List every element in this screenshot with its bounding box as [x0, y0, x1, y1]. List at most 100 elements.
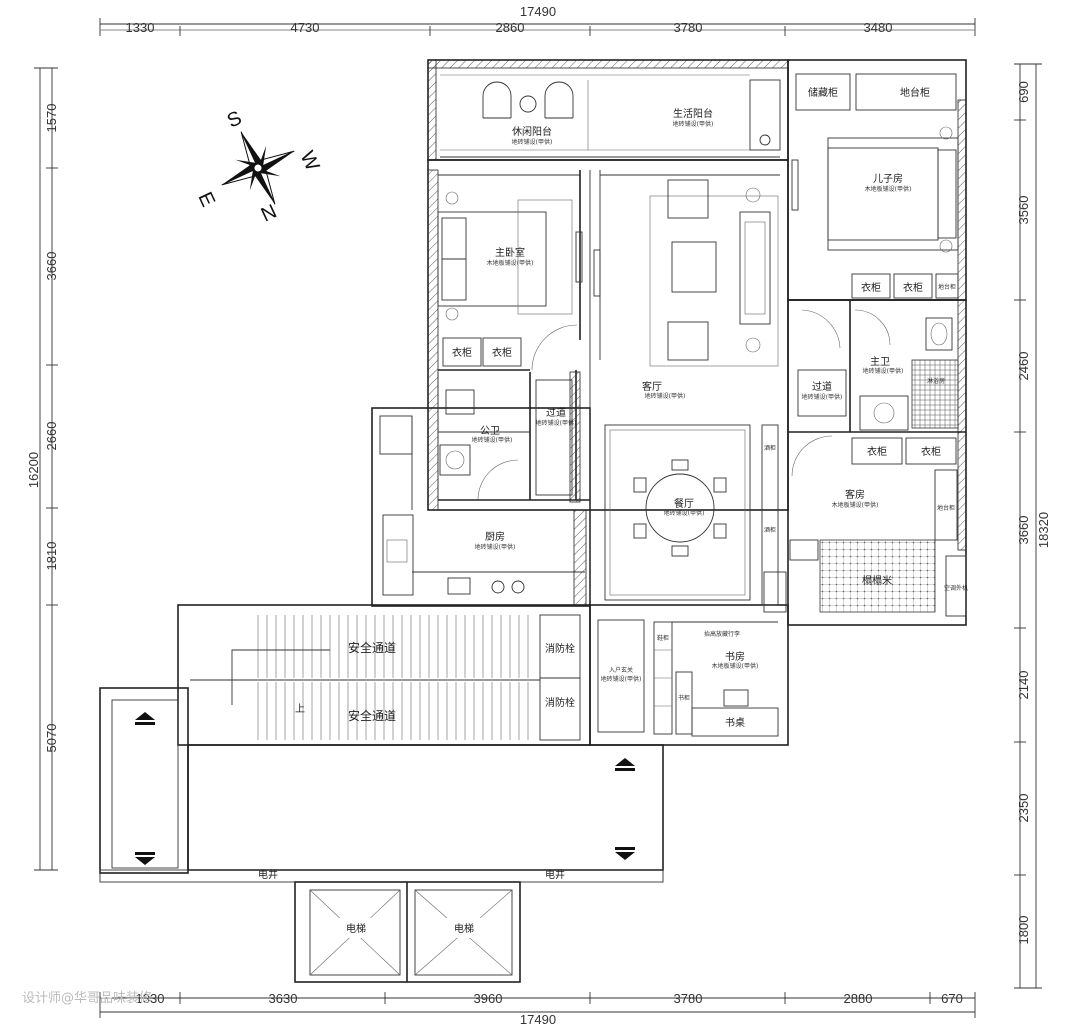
dining-room-note: 地砖铺设(甲供)	[664, 509, 705, 517]
corridor-left-note: 地砖铺设(甲供)	[536, 419, 577, 427]
son-room-note: 木地板铺设(甲供)	[865, 185, 912, 193]
dim-top-1: 1330	[126, 20, 155, 35]
corridor-left-label: 过道	[546, 406, 566, 419]
electric-shaft-label-2: 电井	[545, 868, 565, 881]
dim-top-5: 3480	[864, 20, 893, 35]
dim-bottom-2: 3630	[269, 991, 298, 1006]
desk-label: 书桌	[725, 716, 745, 729]
dim-right-7: 1800	[1016, 916, 1031, 945]
down-arrow-icon	[615, 852, 635, 860]
wardrobe-icon	[442, 337, 482, 367]
basin-icon	[439, 444, 471, 476]
kitchen-label: 厨房	[485, 530, 505, 543]
public-bath	[437, 370, 590, 503]
master-bath	[788, 300, 966, 433]
dim-top-2: 4730	[291, 20, 320, 35]
study-note: 木地板铺设(甲供)	[712, 662, 759, 670]
master-bedroom	[437, 170, 601, 600]
corridor-right-label: 过道	[812, 380, 832, 393]
fire-hydrant-label-2: 消防栓	[545, 696, 575, 709]
dim-right-3: 2460	[1016, 352, 1031, 381]
son-room	[788, 126, 959, 301]
fridge-icon	[379, 415, 413, 455]
dim-bottom-4: 3780	[674, 991, 703, 1006]
public-bath-label: 公卫	[480, 426, 500, 437]
coffee-table-icon	[671, 241, 717, 293]
entrance-label: 入户玄关	[609, 666, 633, 674]
dim-left-1: 1570	[44, 104, 59, 133]
raised-storage-label: 抬高放藏行李	[704, 630, 740, 638]
master-bedroom-label: 主卧室	[495, 246, 525, 259]
leisure-balcony	[440, 74, 781, 158]
up-arrow-icon	[615, 758, 635, 766]
son-platform-cabinet-label: 地台柜	[938, 283, 956, 291]
compass-s: S	[224, 107, 245, 133]
armchair-icon	[667, 179, 709, 219]
master-bath-note: 地砖铺设(甲供)	[863, 367, 904, 375]
kitchen	[379, 415, 587, 606]
leisure-balcony-note: 地砖铺设(甲供)	[512, 138, 553, 146]
compass-n: N	[258, 200, 280, 226]
dim-bottom-total: 17490	[520, 1012, 556, 1027]
corridor-right-note: 地砖铺设(甲供)	[802, 393, 843, 401]
safety-passage-label-1: 安全通道	[348, 640, 396, 655]
dim-bottom-5: 2880	[844, 991, 873, 1006]
toilet-icon	[925, 317, 953, 351]
stair-up-label: 上	[295, 703, 305, 715]
electric-shaft-label-1: 电井	[258, 868, 278, 881]
balcony-platform-cabinet-label: 地台柜	[900, 86, 930, 99]
bed-icon	[827, 147, 939, 241]
dimension-left	[34, 67, 58, 871]
stove-icon	[491, 580, 505, 594]
up-arrow-icon	[135, 712, 155, 720]
compass-w: W	[295, 148, 323, 175]
guest-room-note: 木地板铺设(甲供)	[832, 501, 879, 509]
compass-e: E	[193, 189, 219, 210]
dim-left-3: 2660	[44, 422, 59, 451]
dim-right-6: 2350	[1016, 794, 1031, 823]
compass-icon	[221, 131, 295, 205]
dimension-top	[99, 18, 976, 36]
living-room-label: 客厅	[642, 380, 662, 393]
watermark: 设计师@华哥品味装修	[22, 991, 152, 1006]
squat-toilet-icon	[445, 389, 475, 415]
master-bedroom-note: 木地板铺设(甲供)	[487, 259, 534, 267]
dim-right-5: 2140	[1016, 671, 1031, 700]
dim-right-total: 18320	[1036, 512, 1051, 548]
wardrobe-icon	[851, 437, 903, 465]
sofa-icon	[739, 211, 771, 325]
son-wardrobe-label-2: 衣柜	[903, 281, 923, 294]
living-room	[600, 159, 799, 367]
stairwell	[257, 615, 529, 740]
dim-right-1: 690	[1016, 81, 1031, 103]
dim-top-3: 2860	[496, 20, 525, 35]
kitchen-note: 地砖铺设(甲供)	[475, 543, 516, 551]
elevator-label-2: 电梯	[454, 922, 474, 935]
wardrobe-icon	[851, 273, 891, 299]
service-balcony-note: 地砖铺设(甲供)	[673, 120, 714, 128]
outer-walls	[99, 59, 967, 983]
leisure-balcony-label: 休闲阳台	[512, 125, 552, 138]
entrance-note: 地砖铺设(甲供)	[601, 675, 642, 683]
bed-icon	[437, 211, 547, 307]
safety-passage-label-2: 安全通道	[348, 708, 396, 723]
shoe-cabinet-label: 鞋柜	[657, 634, 669, 642]
wine-cabinet-label-2: 酒柜	[764, 526, 776, 534]
dim-bottom-1: 1330	[136, 991, 165, 1006]
study-label: 书房	[725, 650, 745, 663]
dim-bottom-6: 670	[941, 991, 963, 1006]
dim-right-4: 3660	[1016, 516, 1031, 545]
living-room-note: 地砖铺设(甲供)	[645, 392, 686, 400]
dim-top-total: 17490	[520, 4, 556, 19]
armchair-icon	[667, 321, 709, 361]
shower-icon	[911, 359, 959, 429]
guest-room	[761, 424, 967, 617]
ac-unit-label: 空调外机	[944, 584, 968, 592]
bookcase-label: 书柜	[678, 694, 690, 702]
service-balcony-label: 生活阳台	[673, 107, 713, 120]
ac-unit-icon	[945, 555, 967, 617]
dim-left-2: 3660	[44, 252, 59, 281]
shower-label: 淋浴房	[927, 377, 945, 385]
master-wardrobe-label-2: 衣柜	[492, 346, 512, 359]
guest-wardrobe-label-1: 衣柜	[867, 445, 887, 458]
